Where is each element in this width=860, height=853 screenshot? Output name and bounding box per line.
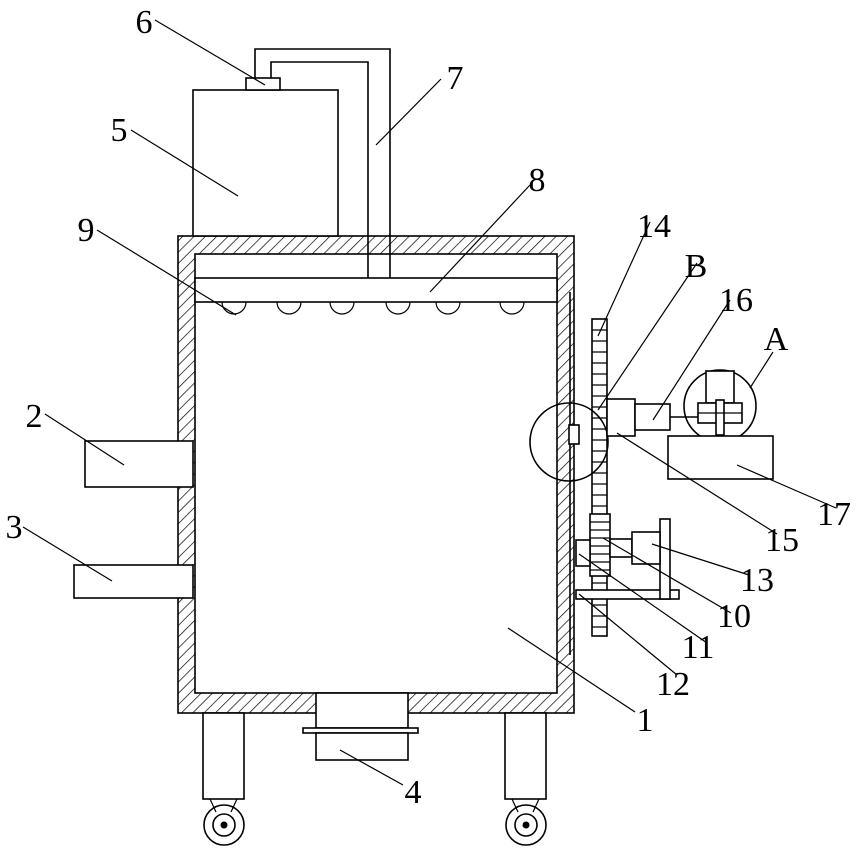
label-16: 16 [719, 282, 753, 319]
rack-bar [592, 319, 607, 636]
label-13: 13 [740, 562, 774, 599]
bottom-outlet [303, 693, 418, 760]
spray-nozzles [222, 302, 524, 314]
label-17: 17 [817, 496, 851, 533]
label-11: 11 [682, 629, 715, 666]
label-A: A [764, 321, 789, 358]
label-3: 3 [6, 509, 23, 546]
inlet-lower [74, 565, 193, 598]
label-2: 2 [26, 398, 43, 435]
label-15: 15 [765, 522, 799, 559]
drive-motor [632, 532, 660, 564]
label-12: 12 [656, 666, 690, 703]
spray-pipe [195, 278, 557, 302]
gear-wheel [590, 514, 610, 576]
label-4: 4 [405, 774, 422, 811]
detail-circle-a [684, 370, 756, 442]
label-8: 8 [529, 162, 546, 199]
label-7: 7 [447, 60, 464, 97]
water-tank [193, 90, 338, 236]
support-block [668, 436, 773, 479]
label-10: 10 [717, 598, 751, 635]
leg-left [203, 713, 244, 845]
label-14: 14 [637, 208, 671, 245]
label-B: B [685, 248, 708, 285]
label-6: 6 [136, 4, 153, 41]
inlet-upper [85, 441, 193, 487]
label-5: 5 [111, 112, 128, 149]
tank-body [178, 236, 574, 713]
label-1: 1 [637, 702, 654, 739]
leg-right [505, 713, 546, 845]
label-9: 9 [78, 212, 95, 249]
